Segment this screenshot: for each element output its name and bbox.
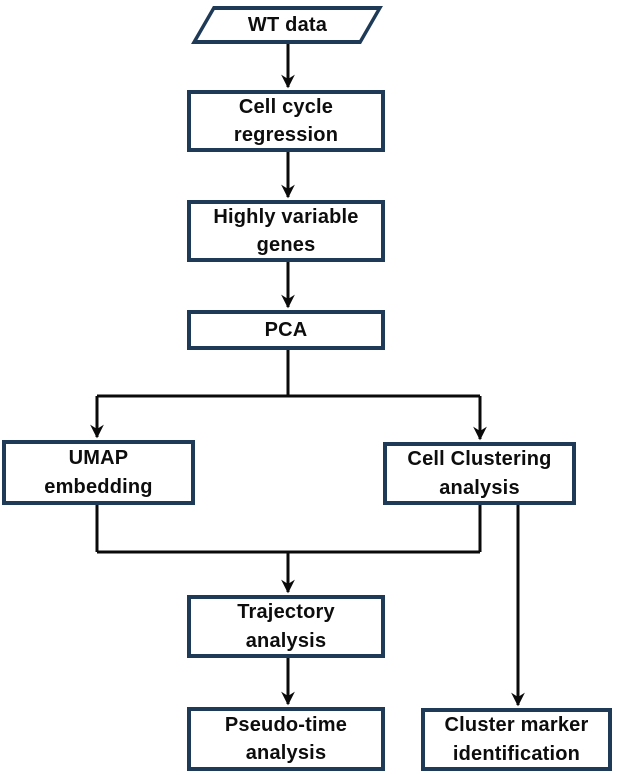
node-cluster-marker-identification: Cluster marker identification bbox=[421, 708, 612, 771]
node-umap-embedding: UMAP embedding bbox=[2, 440, 195, 505]
node-pca: PCA bbox=[187, 310, 385, 350]
node-trajectory-analysis: Trajectory analysis bbox=[187, 595, 385, 658]
node-highly-variable-genes: Highly variable genes bbox=[187, 200, 385, 262]
node-label: Highly variable genes bbox=[213, 205, 359, 256]
node-label: Pseudo-time analysis bbox=[224, 713, 348, 764]
node-label: Cell Clustering analysis bbox=[407, 448, 552, 499]
node-label: UMAP embedding bbox=[44, 447, 153, 498]
node-cell-clustering-analysis: Cell Clustering analysis bbox=[383, 442, 576, 505]
node-label: WT data bbox=[247, 13, 328, 36]
node-label: Trajectory analysis bbox=[237, 601, 335, 652]
node-cell-cycle-regression: Cell cycle regression bbox=[187, 90, 385, 152]
node-pseudo-time-analysis: Pseudo-time analysis bbox=[187, 707, 385, 771]
node-label: Cell cycle regression bbox=[233, 95, 339, 146]
connector-pca-branch-trunk bbox=[97, 350, 480, 398]
node-label: Cluster marker identification bbox=[444, 714, 589, 765]
node-wt-data: WT data bbox=[191, 6, 383, 44]
connector-merge-trunk bbox=[95, 505, 482, 554]
node-label: PCA bbox=[264, 318, 308, 341]
